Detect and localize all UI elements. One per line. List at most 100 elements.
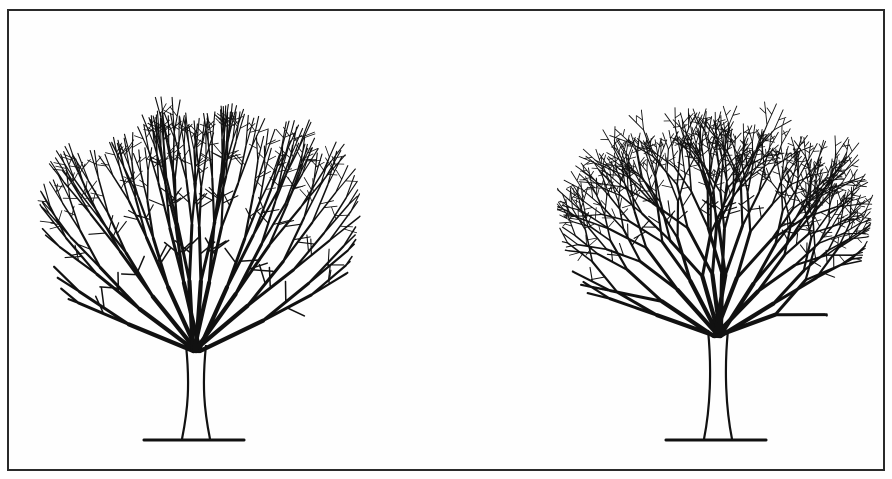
- tree-twig: [620, 198, 622, 209]
- tree-twig: [587, 163, 594, 164]
- tree-twig: [866, 198, 870, 203]
- tree-twig: [214, 144, 223, 154]
- tree-twig: [839, 160, 840, 166]
- tree-twig: [559, 202, 566, 203]
- tree-twig: [726, 110, 730, 115]
- tree-twig: [851, 171, 852, 177]
- tree-twig: [591, 277, 604, 280]
- tree-twig: [767, 108, 772, 115]
- tree-twig: [644, 163, 647, 166]
- tree-twig: [683, 117, 688, 123]
- tree-twig: [751, 208, 764, 210]
- left-tree: [38, 97, 360, 440]
- tree-twig: [570, 252, 581, 255]
- tree-twig: [836, 142, 842, 146]
- tree-twig: [580, 171, 587, 172]
- tree-twig: [857, 238, 861, 242]
- tree-twig: [597, 188, 599, 196]
- tree-twig: [65, 256, 82, 257]
- tree-twig: [269, 268, 270, 288]
- tree-twig: [825, 200, 830, 205]
- right-tree: [557, 102, 873, 440]
- tree-twig: [643, 163, 644, 167]
- tree-twig: [132, 142, 141, 147]
- tree-twig: [304, 178, 311, 191]
- tree-twig: [623, 129, 625, 136]
- tree-twig: [200, 200, 212, 207]
- tree-twig: [88, 160, 97, 164]
- tree-twig: [583, 161, 590, 166]
- tree-twig: [43, 229, 61, 248]
- tree-twig: [683, 194, 692, 207]
- tree-trunk: [182, 345, 210, 439]
- tree-twig: [673, 151, 677, 157]
- tree-twig: [38, 201, 47, 202]
- tree-twig: [853, 195, 859, 196]
- tree-twig: [772, 151, 778, 152]
- tree-twig: [325, 146, 329, 157]
- tree-twig: [649, 175, 652, 180]
- tree-twig: [826, 167, 829, 172]
- tree-twig: [648, 136, 654, 143]
- tree-twig: [58, 184, 63, 192]
- tree-twig: [584, 208, 592, 210]
- tree-twig: [319, 163, 325, 172]
- tree-twig: [298, 242, 315, 244]
- tree-twig: [346, 273, 348, 274]
- tree-twig: [865, 218, 871, 219]
- tree-twig: [847, 199, 848, 204]
- tree-twig: [287, 308, 304, 316]
- tree-twig: [577, 174, 580, 181]
- tree-twig: [276, 129, 283, 137]
- tree-twig: [825, 315, 827, 316]
- tree-twig: [782, 194, 792, 196]
- tree-twig: [844, 143, 848, 149]
- tree-twig: [837, 178, 843, 179]
- tree-twig: [345, 181, 356, 182]
- tree-twig: [839, 255, 845, 262]
- tree-twig: [89, 233, 106, 234]
- tree-twig: [759, 149, 762, 153]
- tree-twig: [852, 165, 858, 166]
- tree-twig: [854, 213, 859, 214]
- tree-twig: [785, 160, 794, 162]
- tree-twig: [622, 205, 631, 208]
- tree-twig: [815, 218, 819, 227]
- tree-twig: [859, 206, 864, 207]
- tree-twig: [651, 180, 655, 190]
- tree-twig: [783, 184, 787, 189]
- tree-twig: [846, 208, 851, 214]
- tree-twig: [54, 267, 79, 292]
- tree-twig: [351, 202, 358, 212]
- tree-twig: [608, 221, 614, 228]
- tree-twig: [40, 204, 42, 207]
- tree-branch: [753, 244, 787, 284]
- tree-trunk: [704, 330, 732, 439]
- tree-twig: [327, 174, 337, 175]
- tree-twig: [135, 185, 144, 188]
- tree-twig: [634, 232, 646, 239]
- tree-twig: [673, 180, 683, 181]
- tree-twig: [849, 145, 852, 152]
- tree-twig: [311, 160, 318, 167]
- tree-twig: [266, 163, 276, 172]
- tree-twig: [703, 150, 708, 155]
- tree-twig: [675, 114, 681, 118]
- tree-twig: [161, 248, 171, 263]
- tree-twig: [823, 273, 835, 277]
- tree-twig: [259, 265, 265, 284]
- tree-twig: [836, 183, 837, 188]
- tree-twig: [311, 239, 312, 255]
- tree-twig: [718, 120, 725, 122]
- tree-twig: [225, 248, 236, 263]
- tree-twig: [573, 271, 574, 272]
- tree-twig: [658, 180, 664, 188]
- tree-twig: [359, 216, 360, 217]
- tree-twig: [820, 181, 825, 182]
- tree-twig: [805, 142, 809, 147]
- tree-twig: [122, 274, 140, 275]
- tree-twig: [61, 289, 78, 303]
- tree-twig: [162, 109, 173, 115]
